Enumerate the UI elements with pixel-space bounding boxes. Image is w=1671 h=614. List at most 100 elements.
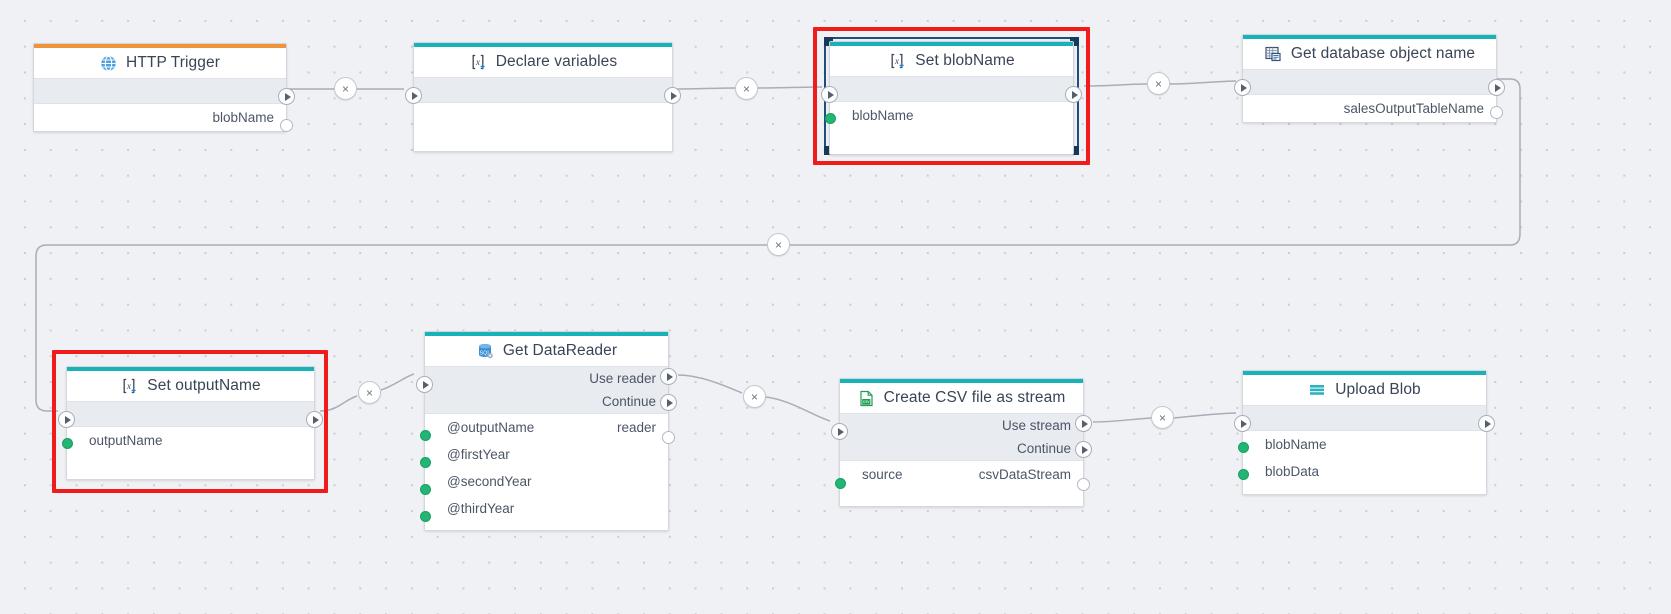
edge-declare-to-setblob	[672, 87, 736, 90]
node-exec-band	[67, 401, 314, 427]
svg-text:SQL: SQL	[480, 350, 491, 356]
port-label-outputname: outputName	[89, 433, 163, 448]
database-object-icon	[1264, 45, 1282, 63]
input-exec-port[interactable]	[1234, 79, 1251, 96]
node-title-label: Get DataReader	[502, 342, 618, 359]
node-create-csv-file-as-stream[interactable]: csv Create CSV file as stream Use stream…	[831, 378, 1092, 507]
input-data-port-source[interactable]	[835, 478, 846, 489]
input-data-port-outputname[interactable]	[420, 430, 431, 441]
node-exec-band	[34, 78, 286, 104]
selection-handle-top-right[interactable]	[1070, 37, 1079, 46]
selection-handle-bottom-left[interactable]	[824, 146, 833, 155]
port-row: blobData	[1243, 458, 1486, 485]
output-exec-port-continue[interactable]	[660, 394, 677, 411]
output-exec-port[interactable]	[1065, 86, 1082, 103]
port-label-source: source	[862, 467, 903, 482]
edge-setblob-to-getdb	[1083, 83, 1148, 87]
edge-setblob-to-getdb-b	[1169, 80, 1237, 85]
input-exec-port[interactable]	[1234, 415, 1251, 432]
output-data-port-blobname[interactable]	[280, 119, 293, 132]
port-row: @outputName reader	[425, 414, 668, 441]
port-row: blobName	[34, 104, 286, 131]
node-get-database-object-name[interactable]: Get database object name salesOutputTabl…	[1234, 34, 1505, 123]
output-exec-port[interactable]	[1478, 415, 1495, 432]
edge-datareader-to-csv-b	[765, 396, 831, 422]
edge-delete-setoutput-to-datareader[interactable]: ×	[358, 381, 381, 404]
node-body: salesOutputTableName	[1243, 95, 1496, 122]
node-accent-bar	[414, 43, 672, 47]
set-variable-icon: x	[888, 52, 906, 70]
node-body: blobName	[34, 104, 286, 131]
node-title-label: Upload Blob	[1335, 381, 1421, 398]
output-exec-port[interactable]	[306, 411, 323, 428]
port-label-reader: reader	[616, 420, 656, 435]
node-title-label: HTTP Trigger	[126, 54, 220, 71]
port-row: outputName	[67, 427, 314, 454]
edge-delete-http-to-declare[interactable]: ×	[334, 77, 357, 100]
node-body: source csvDataStream	[840, 461, 1083, 506]
node-accent-bar	[840, 379, 1083, 383]
input-exec-port[interactable]	[416, 376, 433, 393]
node-accent-bar	[67, 367, 314, 371]
set-variable-icon: x	[120, 377, 138, 395]
port-label-blobname: blobName	[852, 108, 914, 123]
exec-row-use-reader: Use reader	[425, 367, 668, 390]
output-data-port-reader[interactable]	[662, 431, 675, 444]
output-exec-port[interactable]	[278, 88, 295, 105]
selection-handle-bottom-right[interactable]	[1070, 146, 1079, 155]
input-data-port-firstyear[interactable]	[420, 457, 431, 468]
node-exec-band: Use reader Continue	[425, 366, 668, 414]
output-exec-port[interactable]	[1488, 79, 1505, 96]
port-label-blobname: blobName	[212, 110, 274, 125]
input-exec-port[interactable]	[831, 423, 848, 440]
node-title-label: Set outputName	[147, 377, 261, 394]
output-exec-port-use-stream[interactable]	[1075, 415, 1092, 432]
edge-delete-csv-to-upload[interactable]: ×	[1151, 406, 1174, 429]
output-exec-port-continue[interactable]	[1075, 441, 1092, 458]
node-title-bar: HTTP Trigger	[34, 48, 286, 78]
output-exec-port[interactable]	[664, 87, 681, 104]
edge-delete-setblob-to-getdb[interactable]: ×	[1147, 72, 1170, 95]
node-get-datareader[interactable]: SQL Get DataReader Use reader Continue @…	[416, 331, 677, 531]
node-body	[414, 103, 672, 151]
output-data-port-csvdatastream[interactable]	[1077, 478, 1090, 491]
edge-delete-datareader-to-csv[interactable]: ×	[743, 385, 766, 408]
node-http-trigger[interactable]: HTTP Trigger blobName	[33, 43, 295, 132]
port-row: blobName	[830, 102, 1073, 129]
input-exec-port[interactable]	[821, 86, 838, 103]
output-data-port-salesoutputtablename[interactable]	[1490, 106, 1503, 119]
edge-declare-to-setblob-b	[756, 86, 823, 89]
input-data-port-thirdyear[interactable]	[420, 511, 431, 522]
edge-delete-getdb-to-setoutput[interactable]: ×	[767, 233, 790, 256]
input-data-port-outputname[interactable]	[62, 438, 73, 449]
node-title-label: Get database object name	[1290, 45, 1476, 62]
input-data-port-blobname[interactable]	[1238, 442, 1249, 453]
input-exec-port[interactable]	[58, 411, 75, 428]
node-upload-blob[interactable]: Upload Blob blobName blobData	[1234, 370, 1495, 495]
node-accent-bar	[34, 44, 286, 48]
node-set-outputname[interactable]: x Set outputName outputName	[58, 366, 323, 480]
port-label-csvdatastream: csvDataStream	[978, 467, 1071, 482]
node-body: blobName	[830, 102, 1073, 154]
input-data-port-secondyear[interactable]	[420, 484, 431, 495]
input-exec-port[interactable]	[405, 87, 422, 104]
node-accent-bar	[1243, 35, 1496, 39]
port-row: blobName	[1243, 431, 1486, 458]
blob-storage-icon	[1308, 382, 1326, 398]
exec-row-use-stream: Use stream	[840, 414, 1083, 437]
port-label-outputname: @outputName	[447, 420, 535, 435]
input-data-port-blobdata[interactable]	[1238, 469, 1249, 480]
node-declare-variables[interactable]: x Declare variables	[405, 42, 681, 152]
port-label-thirdyear: @thirdYear	[447, 501, 515, 516]
node-accent-bar	[425, 332, 668, 336]
node-set-blobname[interactable]: x Set blobName blobName	[821, 41, 1082, 155]
output-exec-port-use-reader[interactable]	[660, 368, 677, 385]
selection-handle-top-left[interactable]	[824, 37, 833, 46]
node-title-bar: csv Create CSV file as stream	[840, 383, 1083, 413]
node-exec-band	[830, 76, 1073, 102]
port-label-salesoutputtablename: salesOutputTableName	[1343, 101, 1484, 116]
edge-delete-declare-to-setblob[interactable]: ×	[735, 77, 758, 100]
input-data-port-blobname[interactable]	[825, 113, 836, 124]
svg-text:csv: csv	[863, 399, 870, 404]
